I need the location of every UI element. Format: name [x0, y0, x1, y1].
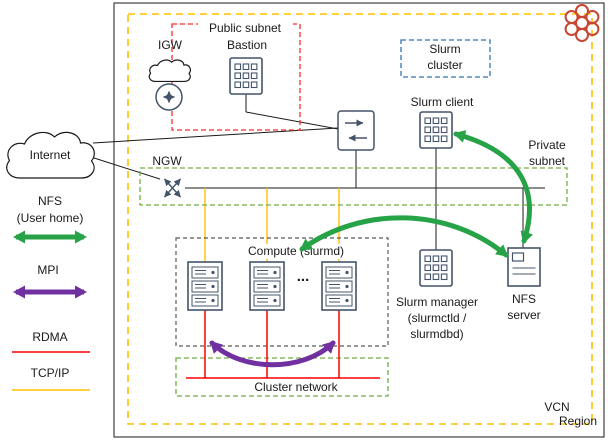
- legend: NFS (User home) MPI RDMA TCP/IP: [12, 194, 90, 391]
- legend-tcpip-label: TCP/IP: [31, 366, 70, 380]
- bastion-icon: [229, 57, 263, 95]
- slurm-manager-label-line1: Slurm manager: [396, 295, 478, 309]
- compute-node-icon-3: [321, 261, 357, 311]
- legend-nfs-label-line1: NFS: [38, 194, 62, 208]
- compute-node-icon-2: [249, 261, 285, 311]
- private-subnet-box: [139, 167, 568, 206]
- nfs-server-label-line2: server: [507, 308, 540, 322]
- region-border: [113, 2, 605, 438]
- slurm-client-label: Slurm client: [411, 95, 474, 109]
- bastion-label: Bastion: [227, 38, 267, 52]
- ngw-icon: [160, 173, 185, 202]
- slurm-cluster-box: [400, 39, 491, 78]
- honeycomb-logo-icon: [564, 4, 600, 42]
- slurm-client-icon: [419, 111, 453, 149]
- vcn-label: VCN: [544, 400, 569, 414]
- nfs-arrow-compute: [299, 215, 509, 258]
- slurm-manager-label-line2: (slurmctld /: [408, 311, 467, 325]
- nfs-server-icon: [507, 247, 541, 287]
- network-switch-icon: [337, 110, 375, 151]
- legend-rdma-label: RDMA: [32, 330, 67, 344]
- slurm-manager-label-line3: slurmdbd): [410, 327, 463, 341]
- nfs-arrow-client: [453, 130, 533, 244]
- network-links: [90, 94, 545, 250]
- vcn-border: [127, 13, 593, 425]
- legend-mpi-label: MPI: [37, 263, 58, 277]
- compute-ellipsis: ...: [297, 268, 310, 285]
- private-subnet-label-line1: Private: [528, 138, 566, 152]
- legend-nfs-label-line2: (User home): [17, 211, 84, 225]
- igw-label: IGW: [158, 38, 183, 52]
- nfs-server-label-line1: NFS: [512, 292, 536, 306]
- igw-icon: [148, 59, 191, 111]
- cluster-network-label: Cluster network: [254, 380, 338, 394]
- private-subnet-label-line2: subnet: [529, 154, 566, 168]
- compute-box: [175, 237, 389, 347]
- mpi-arrow: [209, 340, 336, 368]
- compute-label: Compute (slurmd): [248, 244, 344, 258]
- cluster-network-box: [175, 357, 389, 397]
- public-subnet-label: Public subnet: [209, 21, 282, 35]
- compute-node-icon-1: [187, 261, 223, 311]
- internet-label: Internet: [30, 148, 71, 162]
- slurm-cluster-label-line2: cluster: [427, 58, 462, 72]
- slurm-manager-icon: [419, 249, 453, 287]
- slurm-cluster-label-line1: Slurm: [429, 42, 460, 56]
- region-label: Region: [559, 414, 597, 428]
- ngw-label: NGW: [152, 154, 182, 168]
